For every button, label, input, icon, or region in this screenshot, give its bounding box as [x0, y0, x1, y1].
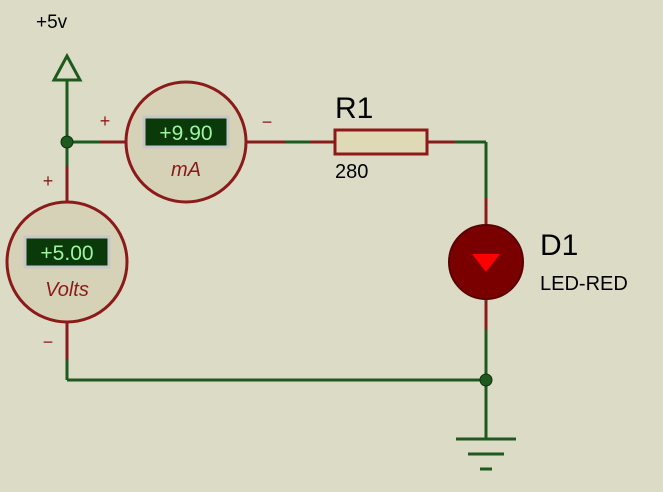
- power-terminal[interactable]: +5v: [36, 12, 83, 82]
- voltmeter[interactable]: +5.00 Volts + −: [5, 171, 129, 352]
- voltmeter-plus-label: +: [43, 171, 54, 191]
- ammeter-unit: mA: [171, 159, 201, 181]
- resistor-ref: R1: [335, 92, 373, 125]
- resistor-body: [333, 128, 429, 156]
- ammeter-minus-label: −: [262, 112, 273, 132]
- power-label: +5v: [36, 12, 68, 33]
- ammeter[interactable]: +9.90 mA + −: [100, 80, 273, 204]
- voltmeter-minus-label: −: [43, 332, 54, 352]
- voltmeter-display: [23, 235, 111, 269]
- resistor-value: 280: [335, 161, 368, 183]
- led-ref: D1: [540, 229, 578, 262]
- ammeter-plus-label: +: [100, 111, 111, 131]
- led-d1[interactable]: D1 LED-RED: [448, 224, 628, 300]
- junction-dot-top: [60, 135, 74, 149]
- led-type: LED-RED: [540, 273, 628, 295]
- ground-icon: [456, 437, 516, 471]
- ammeter-display: [142, 115, 230, 149]
- power-arrow-icon: [51, 52, 83, 82]
- component-leads: [65, 140, 488, 360]
- ammeter-reading: +9.90: [159, 122, 212, 145]
- resistor-r1[interactable]: R1 280: [333, 92, 429, 183]
- junction-dot-bottom: [479, 373, 493, 387]
- led-arrow-icon: [472, 254, 500, 272]
- voltmeter-unit: Volts: [45, 279, 89, 301]
- voltmeter-reading: +5.00: [40, 242, 93, 265]
